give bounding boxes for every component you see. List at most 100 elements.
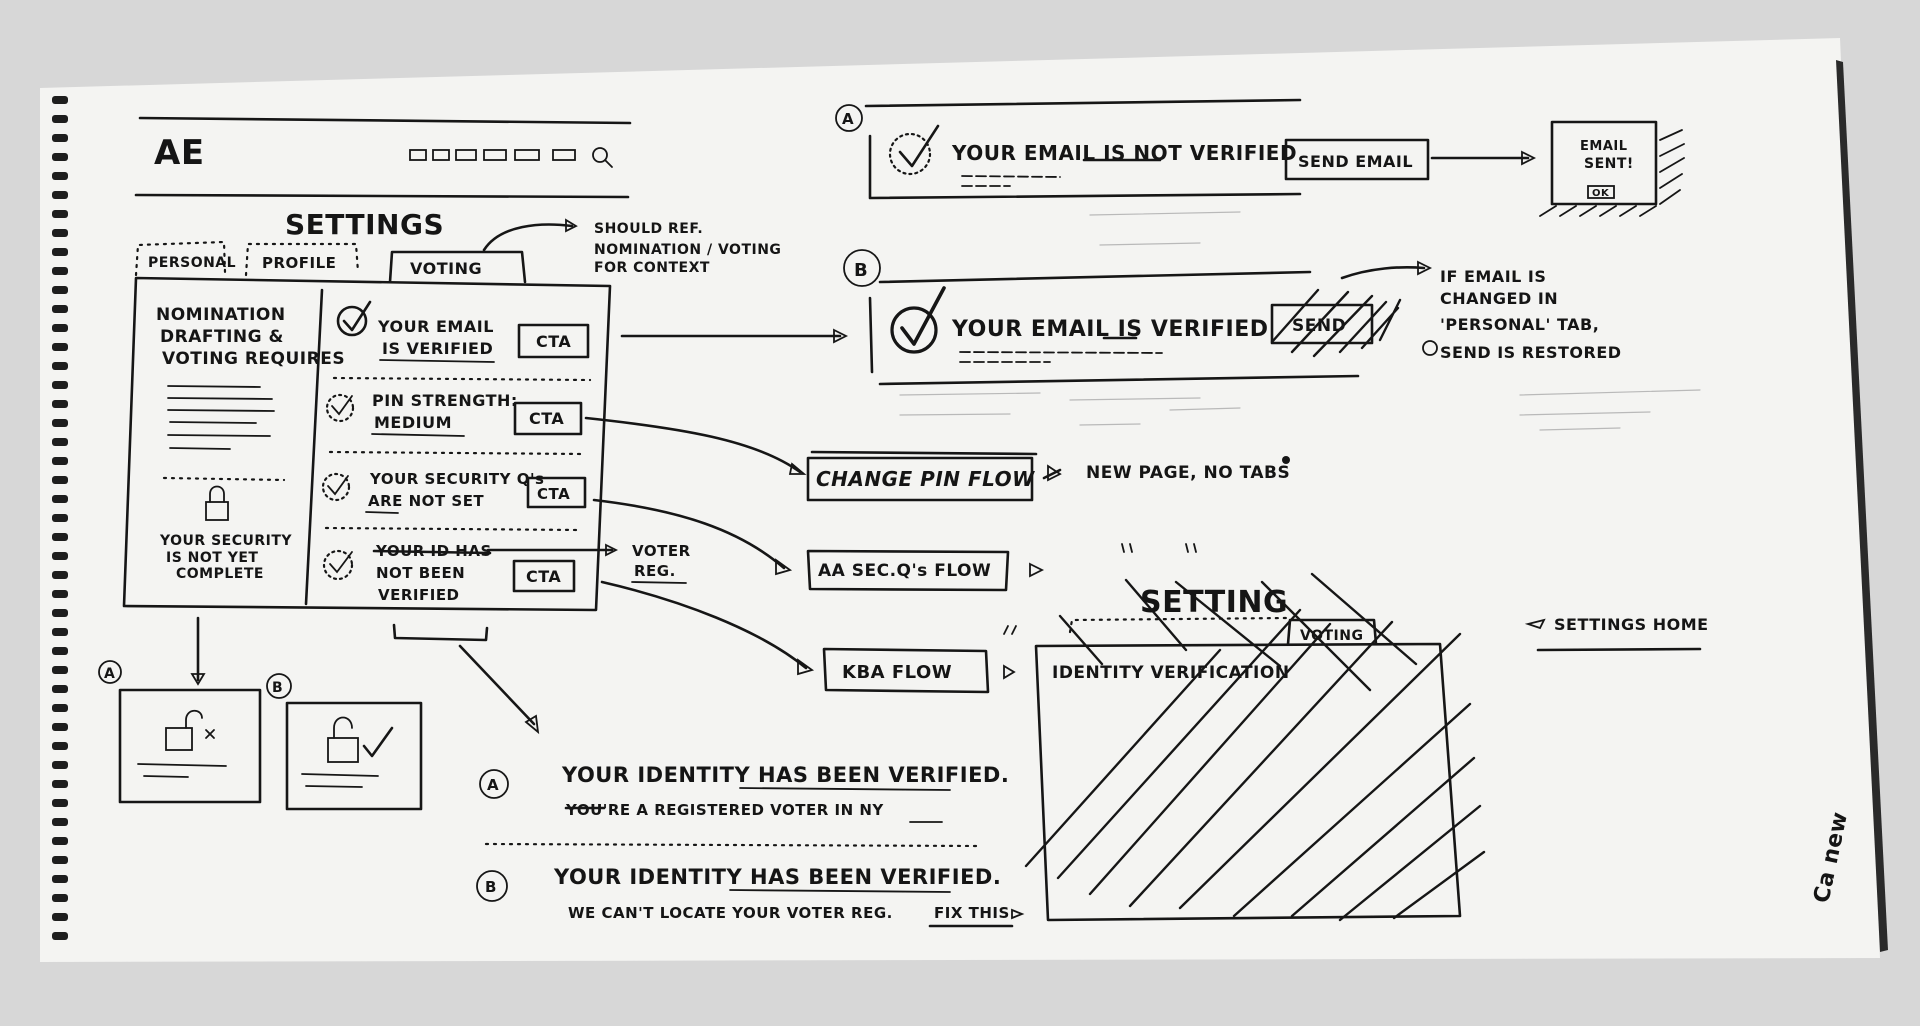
spiral-ring: [52, 457, 68, 465]
id-status-3: VERIFIED: [378, 586, 460, 604]
spiral-ring: [52, 191, 68, 199]
nav-item[interactable]: [483, 149, 507, 161]
spiral-ring: [52, 704, 68, 712]
settings-home-arrow: [1524, 618, 1546, 630]
identity-arrow: [458, 644, 536, 726]
spiral-ring: [52, 96, 68, 104]
tab-profile[interactable]: PROFILE: [262, 254, 336, 272]
spiral-ring: [52, 438, 68, 446]
tab-personal[interactable]: PERSONAL: [148, 255, 236, 271]
spiral-ring: [52, 723, 68, 731]
secq-flow-box[interactable]: [806, 549, 1010, 592]
kba-flow-box[interactable]: [822, 647, 990, 694]
nav-item[interactable]: [455, 149, 477, 161]
email-cta-label: CTA: [536, 332, 571, 351]
spiral-ring: [52, 780, 68, 788]
spiral-ring: [52, 913, 68, 921]
email-sent-ok-label: OK: [1592, 188, 1610, 199]
nav-item[interactable]: [552, 149, 576, 161]
svg-text:A: A: [104, 666, 115, 682]
spiral-ring: [52, 837, 68, 845]
identity-a-title: YOUR IDENTITY HAS BEEN VERIFIED.: [561, 763, 1009, 787]
email-b-sublines: [959, 351, 1163, 363]
identity-b-underline: [729, 889, 951, 893]
spiral-ring: [52, 400, 68, 408]
nav-item[interactable]: [514, 149, 540, 161]
state-a-badge: A: [98, 660, 122, 684]
secq-cta-button[interactable]: [526, 476, 587, 509]
page-title: SETTINGS: [285, 208, 444, 241]
header-top-rule: [138, 116, 632, 125]
state-b-badge: B: [843, 249, 881, 287]
svg-text:A: A: [842, 110, 854, 128]
underline: [371, 433, 465, 437]
spiral-ring: [52, 799, 68, 807]
tab-voting-outline: [388, 250, 527, 284]
email-a-frame: [868, 134, 1302, 200]
mini-page-hatch: [1024, 572, 1486, 922]
spiral-binding: [52, 96, 68, 940]
email-cta-button[interactable]: [517, 323, 590, 359]
security-status-2: IS NOT YET: [166, 550, 258, 566]
search-icon[interactable]: [592, 147, 613, 168]
nomination-heading-1: NOMINATION: [156, 305, 286, 325]
spiral-ring: [52, 210, 68, 218]
state-a-badge: A: [479, 769, 509, 799]
fix-this-link[interactable]: FIX THIS: [934, 904, 1010, 922]
pin-flow-arrow: [584, 416, 802, 474]
spiral-ring: [52, 324, 68, 332]
tab-note-line-1: SHOULD REF.: [594, 221, 703, 237]
email-b-note-3: 'PERSONAL' TAB,: [1440, 315, 1599, 334]
spiral-ring: [52, 685, 68, 693]
email-sent-title-1: EMAIL: [1580, 139, 1628, 154]
check-dotted-icon: [322, 549, 354, 581]
pin-status-1: PIN STRENGTH:: [372, 391, 518, 410]
send-email-button[interactable]: [1284, 138, 1430, 181]
spiral-ring: [52, 742, 68, 750]
item-separator: [328, 450, 586, 456]
kba-flow-arrow: [600, 580, 808, 670]
tab-profile-outline: [244, 242, 360, 277]
nav-item[interactable]: [409, 149, 427, 161]
send-button-disabled[interactable]: [1270, 303, 1374, 345]
spiral-ring: [52, 267, 68, 275]
nomination-heading-2: DRAFTING &: [160, 327, 284, 347]
spiral-ring: [52, 590, 68, 598]
spiral-ring: [52, 514, 68, 522]
email-sent-ok-button[interactable]: [1587, 185, 1615, 199]
spiral-ring: [52, 362, 68, 370]
tab-personal-outline: [134, 240, 227, 277]
nav-item[interactable]: [432, 149, 450, 161]
mini-tab-dots: [1068, 616, 1288, 634]
email-a-sublines: [961, 175, 1061, 187]
underline: [365, 511, 399, 514]
spiral-ring: [52, 628, 68, 636]
email-b-note-2: CHANGED IN: [1440, 289, 1558, 308]
strikethrough: [372, 549, 492, 555]
fix-this-arrow: [1011, 908, 1025, 920]
secq-cta-label: CTA: [537, 485, 570, 503]
spiral-ring: [52, 761, 68, 769]
identity-b-subtitle: WE CAN'T LOCATE YOUR VOTER REG.: [568, 904, 893, 922]
voter-note-1: VOTER: [632, 542, 691, 560]
pin-cta-button[interactable]: [513, 401, 583, 436]
lock-state-b-card: [285, 701, 423, 811]
paper-edge: [1836, 60, 1888, 952]
change-pin-box[interactable]: [806, 450, 1038, 502]
kba-flow-label: KBA FLOW: [842, 662, 952, 683]
spiral-ring: [52, 495, 68, 503]
underline: [631, 581, 687, 584]
pin-cta-label: CTA: [529, 409, 564, 428]
spiral-ring: [52, 305, 68, 313]
svg-text:B: B: [485, 878, 497, 896]
tab-voting[interactable]: VOTING: [410, 259, 482, 278]
identity-b-title: YOUR IDENTITY HAS BEEN VERIFIED.: [553, 865, 1001, 889]
id-cta-button[interactable]: [512, 559, 576, 593]
spiral-ring: [52, 229, 68, 237]
state-b-badge: B: [266, 673, 292, 699]
check-dotted-icon: [325, 393, 355, 423]
email-b-note-1: IF EMAIL IS: [1440, 267, 1546, 286]
spiral-ring: [52, 818, 68, 826]
mini-settings-heading: IDENTITY VERIFICATION: [1052, 663, 1290, 683]
state-b-badge: B: [476, 870, 508, 902]
